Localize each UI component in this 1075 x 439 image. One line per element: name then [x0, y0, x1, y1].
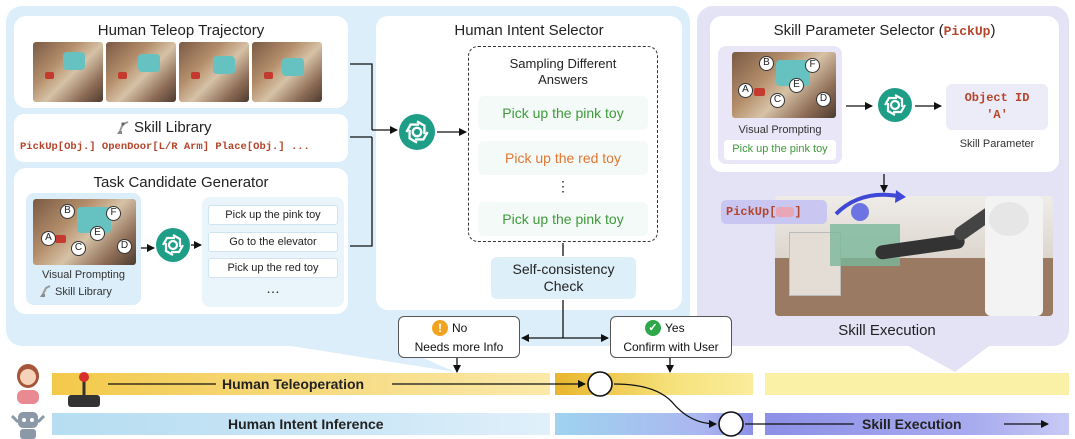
skill-parameter-label: Skill Parameter [959, 138, 1035, 150]
skill-execution-band-label: Skill Execution [862, 416, 962, 432]
human-intent-inference-label: Human Intent Inference [228, 416, 384, 432]
robot-arm-icon [117, 121, 129, 134]
sampling-box [468, 46, 658, 242]
right-visual-prompting-caption-text: Pick up the pink toy [732, 143, 828, 155]
openai-logo-icon [399, 114, 435, 150]
answer-item: Pick up the red toy [478, 141, 648, 175]
yes-decision-detail: Confirm with User [623, 340, 719, 354]
skill-library-small-label: Skill Library [55, 286, 112, 298]
check-icon: ✓ [645, 320, 661, 336]
answer-item: Pick up the pink toy [478, 96, 648, 130]
right-visual-prompting-label: Visual Prompting [738, 124, 822, 136]
execution-band-right [765, 413, 1069, 435]
pickup-tag-text: PickUp[] [726, 205, 802, 219]
marker-d: D [117, 239, 132, 254]
no-decision-title: No [452, 321, 468, 335]
marker-f: F [106, 206, 121, 221]
right-visual-prompting-caption [724, 140, 836, 160]
teleop-frame-3 [179, 42, 249, 102]
answer-ellipsis: ⋮ [556, 178, 570, 194]
marker-b: B [759, 56, 774, 71]
object-id-box [946, 84, 1048, 130]
teleop-band-right [765, 373, 1069, 395]
candidate-item: Pick up the pink toy [208, 205, 338, 225]
object-id-line2: 'A' [986, 108, 1008, 122]
teleop-trajectory-title: Human Teleop Trajectory [97, 22, 265, 39]
openai-logo-icon [156, 228, 190, 262]
inference-band-mid [555, 413, 753, 435]
teleop-frame-4 [252, 42, 322, 102]
intent-selector-title: Human Intent Selector [454, 22, 604, 39]
answer-item: Pick up the pink toy [478, 202, 648, 236]
teleop-frame-2 [106, 42, 176, 102]
marker-b: B [60, 204, 75, 219]
human-avatar-icon [17, 364, 39, 404]
joystick-icon [68, 372, 100, 407]
robot-arm-small-icon [40, 285, 51, 297]
skill-parameter-title: Skill Parameter Selector (PickUp) [773, 22, 996, 39]
self-consistency-box [491, 257, 636, 299]
pickup-tag [721, 200, 827, 224]
no-decision-detail: Needs more Info [414, 340, 504, 354]
openai-logo-icon [878, 88, 912, 122]
no-decision-bubble [398, 316, 520, 358]
human-teleoperation-label: Human Teleoperation [222, 376, 365, 392]
object-id-line1: Object ID [964, 91, 1030, 105]
skill-library-items: PickUp[Obj.] OpenDoor[L/R Arm] Place[Obj… [20, 141, 310, 153]
teleop-frame-1 [33, 42, 103, 102]
candidate-item: Pick up the red toy [208, 258, 338, 278]
marker-c: C [770, 93, 785, 108]
inference-band-left [52, 413, 550, 435]
task-candidate-generator-title: Task Candidate Generator [93, 174, 269, 191]
marker-a: A [41, 231, 56, 246]
self-consistency-label: Self-consistency Check [512, 261, 615, 294]
skill-execution-label: Skill Execution [838, 322, 936, 339]
visual-prompting-label: Visual Prompting [42, 269, 125, 281]
candidate-item: Go to the elevator [208, 232, 338, 252]
warning-icon: ! [432, 320, 448, 336]
marker-f: F [805, 58, 820, 73]
marker-e: E [789, 78, 804, 93]
yes-decision-bubble [610, 316, 732, 358]
sampling-title: Sampling Different Answers [509, 56, 617, 87]
yes-decision-title: Yes [665, 321, 685, 335]
candidate-ellipsis: … [266, 280, 280, 296]
marker-c: C [71, 241, 86, 256]
skill-library-title: Skill Library [134, 119, 212, 136]
marker-a: A [738, 83, 753, 98]
teleop-band-left [52, 373, 550, 395]
marker-e: E [90, 226, 105, 241]
marker-d: D [816, 92, 831, 107]
robot-avatar-icon [10, 412, 46, 439]
skill-library-card [14, 114, 348, 162]
